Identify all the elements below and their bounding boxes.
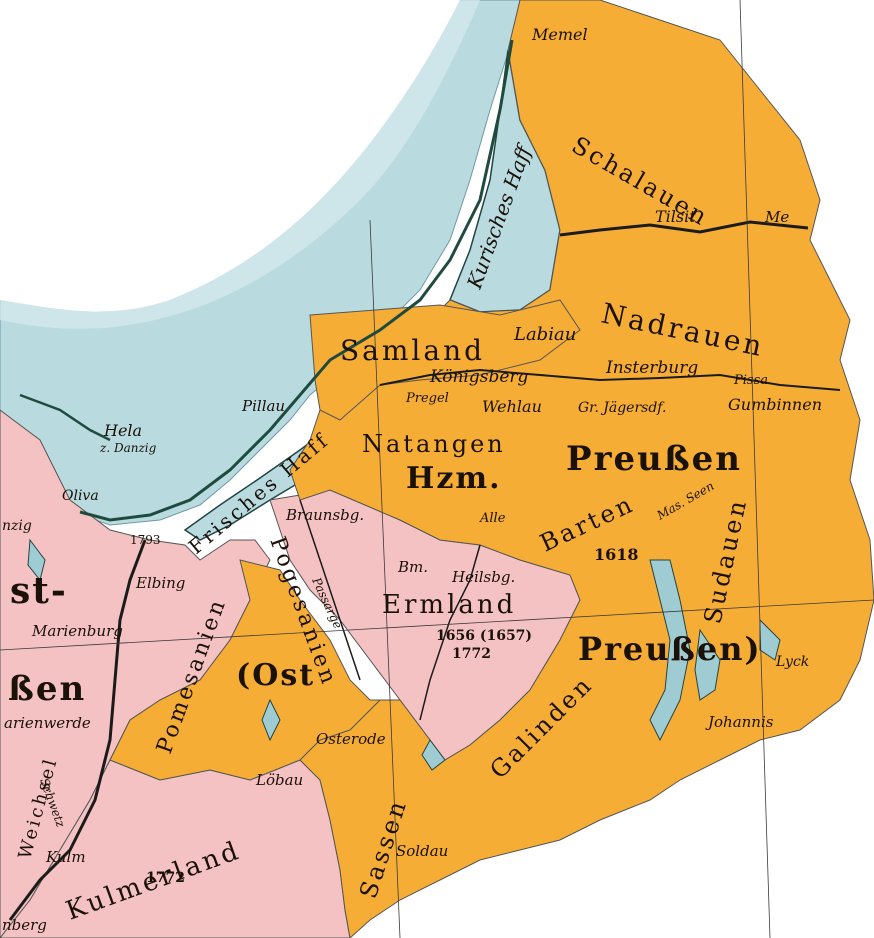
label-koenigsberg: Königsberg	[429, 367, 529, 387]
sea-fog-edge	[0, 0, 480, 329]
label-year-1618: 1618	[594, 545, 639, 564]
label-west-frag: st-	[10, 570, 68, 612]
passarge-river	[299, 499, 361, 681]
label-preussen-duchy: Preußen	[566, 439, 742, 479]
label-pissa: Pissa	[733, 373, 768, 388]
label-loebau: Löbau	[255, 771, 303, 789]
label-marienburg: Marienburg	[31, 622, 123, 640]
label-preussen-ost: Preußen)	[578, 630, 762, 668]
pregel-river	[379, 368, 841, 391]
label-pregel: Pregel	[405, 391, 449, 406]
label-heilsbg: Heilsbg.	[451, 568, 515, 586]
label-ermland: Ermland	[382, 590, 516, 620]
label-insterburg: Insterburg	[605, 358, 698, 378]
alle-river	[419, 544, 481, 721]
label-oliva: Oliva	[62, 488, 99, 504]
label-tilsit: Tilsit	[655, 207, 696, 226]
label-natangen: Natangen	[362, 430, 506, 458]
label-elbing: Elbing	[135, 574, 185, 592]
label-gumbinnen: Gumbinnen	[728, 395, 822, 414]
hela-spit	[19, 393, 111, 442]
masurian-lakes	[27, 538, 781, 771]
label-berg-frag: nberg	[2, 916, 47, 934]
label-preussen-frag: ßen	[8, 669, 86, 709]
pomesanien-region	[109, 559, 382, 781]
label-ost: (Ost	[236, 658, 315, 693]
label-wehlau: Wehlau	[482, 397, 542, 416]
label-soldau: Soldau	[396, 842, 448, 860]
label-z-danzig: z. Danzig	[99, 441, 157, 455]
sea-fog	[0, 0, 460, 312]
label-pillau: Pillau	[241, 397, 285, 415]
label-lyck: Lyck	[775, 654, 809, 670]
label-bm: Bm.	[397, 558, 428, 576]
vistula-river	[8, 539, 147, 921]
curonian-spit	[79, 39, 514, 522]
label-alle: Alle	[479, 511, 506, 526]
label-year-1772-ermland: 1772	[452, 646, 491, 662]
label-memel: Memel	[531, 25, 588, 44]
label-years-ermland: 1656 (1657)	[436, 628, 532, 644]
label-year-1793: 1793	[130, 533, 161, 547]
label-hzm: Hzm.	[406, 461, 502, 496]
label-samland: Samland	[340, 334, 485, 367]
label-kulm: Kulm	[45, 848, 86, 866]
label-johannis: Johannis	[705, 713, 774, 731]
label-marienwerder: arienwerde	[4, 714, 91, 732]
label-braunsbg: Braunsbg.	[285, 506, 364, 524]
label-gr-jaegersdf: Gr. Jägersdf.	[578, 400, 666, 416]
memel-river	[559, 220, 809, 237]
label-danzig-frag: nzig	[2, 518, 32, 534]
label-osterode: Osterode	[316, 730, 386, 748]
label-year-1772-kulm: 1772	[146, 870, 185, 886]
label-hela: Hela	[103, 421, 142, 440]
label-memel-river: Me	[764, 208, 789, 226]
label-labiau: Labiau	[513, 324, 576, 345]
